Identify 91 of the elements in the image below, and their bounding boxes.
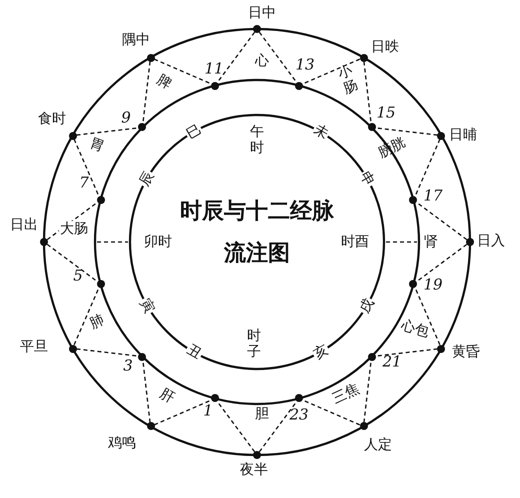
time-label: 日中 xyxy=(248,6,276,20)
dashed-line xyxy=(363,61,372,124)
junction-dot xyxy=(68,132,77,140)
hour-number: 17 xyxy=(423,188,443,204)
meridian-label: 小肠 xyxy=(336,62,360,98)
dashed-line xyxy=(76,127,139,136)
meridian-label: 三焦 xyxy=(330,382,362,406)
dashed-line xyxy=(76,348,139,357)
time-label: 日出 xyxy=(10,218,38,232)
branch-label: 辰 xyxy=(136,168,158,190)
junction-dot xyxy=(466,238,474,246)
hour-number: 7 xyxy=(79,176,89,190)
hour-label: 时酉 xyxy=(340,234,370,250)
dashed-line xyxy=(258,32,298,83)
time-label: 日入 xyxy=(477,234,505,248)
hour-number: 23 xyxy=(289,408,309,422)
branch-label: 亥 xyxy=(310,341,332,363)
time-label: 隅中 xyxy=(122,33,150,47)
meridian-label: 脾 xyxy=(154,72,174,92)
meridian-label: 心 xyxy=(255,54,269,68)
time-label: 平旦 xyxy=(20,340,48,354)
junction-dot xyxy=(294,394,303,402)
dashed-line xyxy=(302,58,360,85)
time-label: 食时 xyxy=(38,112,66,126)
dashed-line xyxy=(416,202,468,240)
hour-number: 15 xyxy=(376,106,396,120)
junction-dot xyxy=(211,394,220,402)
branch-label: 寅 xyxy=(136,294,158,316)
meridian-label: 肾 xyxy=(423,234,439,250)
junction-dot xyxy=(437,344,446,352)
junction-dot xyxy=(368,123,376,132)
dashed-line xyxy=(74,287,100,346)
dashed-line xyxy=(216,401,256,452)
dashed-line xyxy=(142,360,151,423)
title: 时辰与十二经脉流注图 xyxy=(179,197,335,268)
junction-dot xyxy=(368,352,376,361)
junction-dot xyxy=(96,196,105,204)
junction-dot xyxy=(68,344,77,352)
dashed-line xyxy=(414,138,440,197)
meridian-label: 大肠 xyxy=(59,221,89,237)
junction-dot xyxy=(96,280,105,288)
hour-number: 9 xyxy=(121,110,131,126)
dashed-line xyxy=(154,58,212,85)
time-label: 黄昏 xyxy=(452,345,480,359)
time-label: 鸡鸣 xyxy=(108,436,136,450)
junction-dot xyxy=(360,54,368,62)
dashed-line xyxy=(216,32,256,83)
junction-dot xyxy=(211,82,220,90)
time-label: 人定 xyxy=(364,438,392,452)
hour-label: 午时 xyxy=(250,124,264,156)
meridian-label: 胃 xyxy=(88,136,106,154)
time-label: 日晡 xyxy=(449,128,477,142)
junction-dot xyxy=(360,422,368,430)
junction-dot xyxy=(146,422,154,430)
hour-number: 13 xyxy=(295,58,315,72)
meridian-label: 心包 xyxy=(400,318,430,340)
junction-dot xyxy=(409,196,418,204)
dashed-line xyxy=(74,138,100,197)
dashed-line xyxy=(46,244,98,282)
junction-dot xyxy=(409,280,418,288)
junction-dot xyxy=(40,238,48,246)
hour-number: 21 xyxy=(382,354,402,370)
time-label: 日昳 xyxy=(371,40,399,54)
hour-label: 时子 xyxy=(247,328,261,360)
junction-dot xyxy=(138,352,146,361)
dashed-line xyxy=(258,401,298,452)
dashed-line xyxy=(46,202,98,240)
hour-label: 卯时 xyxy=(143,234,173,250)
junction-dot xyxy=(294,82,303,90)
meridian-label: 肝 xyxy=(157,386,177,406)
hour-number: 11 xyxy=(204,62,224,76)
meridian-label: 肺 xyxy=(88,312,106,332)
dashed-line xyxy=(363,360,372,423)
junction-dot xyxy=(146,54,154,62)
hour-number: 1 xyxy=(203,404,213,418)
hour-number: 19 xyxy=(423,278,443,292)
dashed-line xyxy=(375,127,438,136)
dashed-line xyxy=(416,244,468,282)
time-label: 夜半 xyxy=(240,463,268,477)
junction-dot xyxy=(138,123,146,132)
hour-number: 5 xyxy=(73,268,83,284)
junction-dot xyxy=(253,25,261,33)
hour-number: 3 xyxy=(123,358,133,374)
dashed-line xyxy=(414,287,440,346)
junction-dot xyxy=(437,132,446,140)
dashed-line xyxy=(375,348,438,357)
junction-dot xyxy=(253,451,261,459)
meridian-label: 胆 xyxy=(255,407,269,421)
dashed-line xyxy=(154,399,212,426)
dashed-line xyxy=(142,61,151,124)
dashed-line xyxy=(302,399,360,426)
